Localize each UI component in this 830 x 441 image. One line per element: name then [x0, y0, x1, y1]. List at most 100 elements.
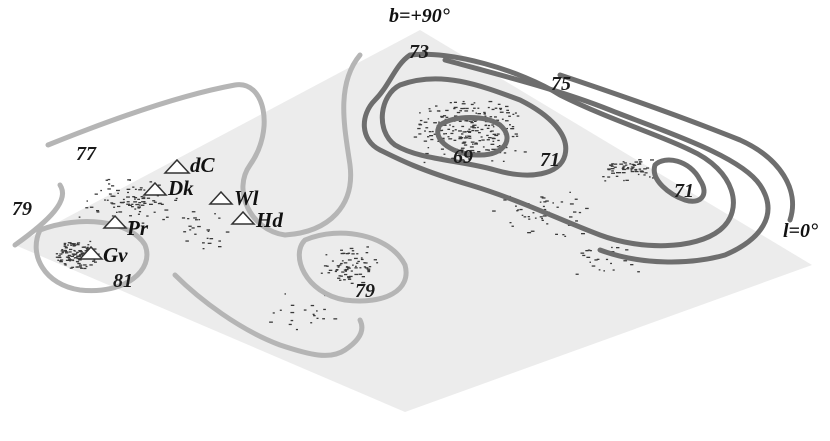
galaxy-point — [129, 179, 131, 181]
galaxy-point — [474, 143, 478, 145]
axis-label-top: b=+90° — [389, 5, 450, 27]
galaxy-point — [514, 133, 518, 135]
galaxy-point — [521, 214, 524, 216]
galaxy-point — [499, 107, 503, 110]
galaxy-point — [458, 120, 462, 122]
galaxy-point — [134, 198, 136, 200]
galaxy-point — [138, 202, 141, 204]
galaxy-point — [611, 246, 613, 249]
galaxy-point — [488, 137, 492, 139]
galaxy-point — [60, 259, 64, 261]
contour-71-right — [651, 157, 707, 204]
galaxy-point — [143, 202, 147, 204]
galaxy-point — [486, 139, 490, 141]
galaxy-point — [328, 269, 333, 271]
galaxy-point — [207, 230, 210, 232]
galaxy-point — [591, 265, 596, 267]
galaxy-point — [511, 135, 515, 138]
galaxy-point — [134, 208, 137, 210]
galaxy-point — [453, 107, 456, 110]
galaxy-point — [516, 210, 519, 212]
galaxy-point — [585, 207, 589, 210]
galaxy-point — [104, 199, 106, 201]
galaxy-point — [596, 258, 600, 260]
galaxy-point — [73, 243, 76, 245]
galaxy-point — [335, 269, 339, 271]
galaxy-point — [78, 259, 82, 261]
galaxy-point — [616, 247, 620, 249]
galaxy-point — [472, 127, 477, 129]
marker-Gv: Gv — [78, 243, 128, 267]
galaxy-point — [338, 275, 342, 277]
galaxy-point — [164, 209, 169, 211]
galaxy-point — [428, 110, 432, 112]
galaxy-point — [498, 145, 501, 147]
galaxy-point — [108, 183, 111, 185]
galaxy-point — [630, 264, 634, 266]
galaxy-point — [461, 103, 466, 105]
galaxy-point — [610, 165, 614, 167]
galaxy-point — [470, 103, 474, 106]
galaxy-point — [541, 219, 544, 221]
galaxy-point — [126, 203, 131, 205]
galaxy-point — [539, 216, 543, 218]
galaxy-point — [126, 196, 130, 198]
galaxy-point — [107, 188, 111, 190]
galaxy-point — [472, 124, 477, 126]
galaxy-point — [481, 139, 485, 141]
galaxy-point — [419, 119, 423, 122]
galaxy-point — [454, 129, 457, 131]
galaxy-point — [149, 181, 153, 183]
galaxy-point — [631, 163, 635, 166]
galaxy-point — [638, 168, 642, 170]
galaxy-point — [352, 264, 354, 266]
galaxy-point — [76, 255, 81, 257]
galaxy-point — [61, 249, 64, 251]
galaxy-point — [364, 262, 368, 264]
contour-81 — [33, 219, 150, 294]
galaxy-point — [456, 111, 461, 114]
galaxy-point — [487, 124, 491, 127]
galaxy-point — [611, 170, 614, 172]
galaxy-point — [440, 115, 444, 118]
galaxy-point — [363, 266, 367, 268]
galaxy-point — [625, 179, 629, 181]
galaxy-point — [605, 258, 609, 261]
galaxy-point — [73, 249, 75, 252]
galaxy-point — [339, 279, 342, 281]
galaxy-point — [74, 257, 78, 259]
contours-dark — [361, 51, 796, 265]
contour-label-75: 75 — [551, 73, 571, 95]
galaxy-point — [607, 168, 611, 170]
galaxy-point — [137, 198, 140, 200]
galaxy-point — [138, 189, 143, 191]
galaxy-point — [637, 271, 640, 273]
galaxy-point — [643, 174, 646, 176]
galaxy-point — [471, 110, 474, 112]
galaxy-point — [71, 266, 75, 268]
galaxy-point — [616, 172, 619, 174]
galaxy-point — [509, 222, 512, 224]
galaxy-point — [443, 133, 446, 135]
galaxy-point — [630, 166, 635, 168]
galaxy-point — [494, 107, 498, 109]
galaxy-point — [131, 206, 134, 208]
galaxy-point — [491, 137, 496, 140]
galaxy-point — [623, 162, 627, 164]
galaxy-point — [652, 177, 654, 179]
galaxy-point — [64, 247, 68, 249]
galaxy-point — [86, 248, 89, 251]
galaxy-point — [463, 137, 467, 139]
galaxy-point — [630, 168, 634, 170]
galaxy-point — [432, 130, 434, 133]
galaxy-point — [527, 216, 530, 218]
galaxy-point — [621, 167, 625, 170]
galaxy-point — [477, 113, 481, 115]
galaxy-point — [433, 122, 437, 124]
galaxy-point — [183, 231, 187, 233]
galaxy-point — [129, 215, 132, 217]
galaxy-point — [542, 205, 545, 208]
galaxy-point — [337, 266, 340, 268]
galaxy-point — [622, 161, 625, 163]
